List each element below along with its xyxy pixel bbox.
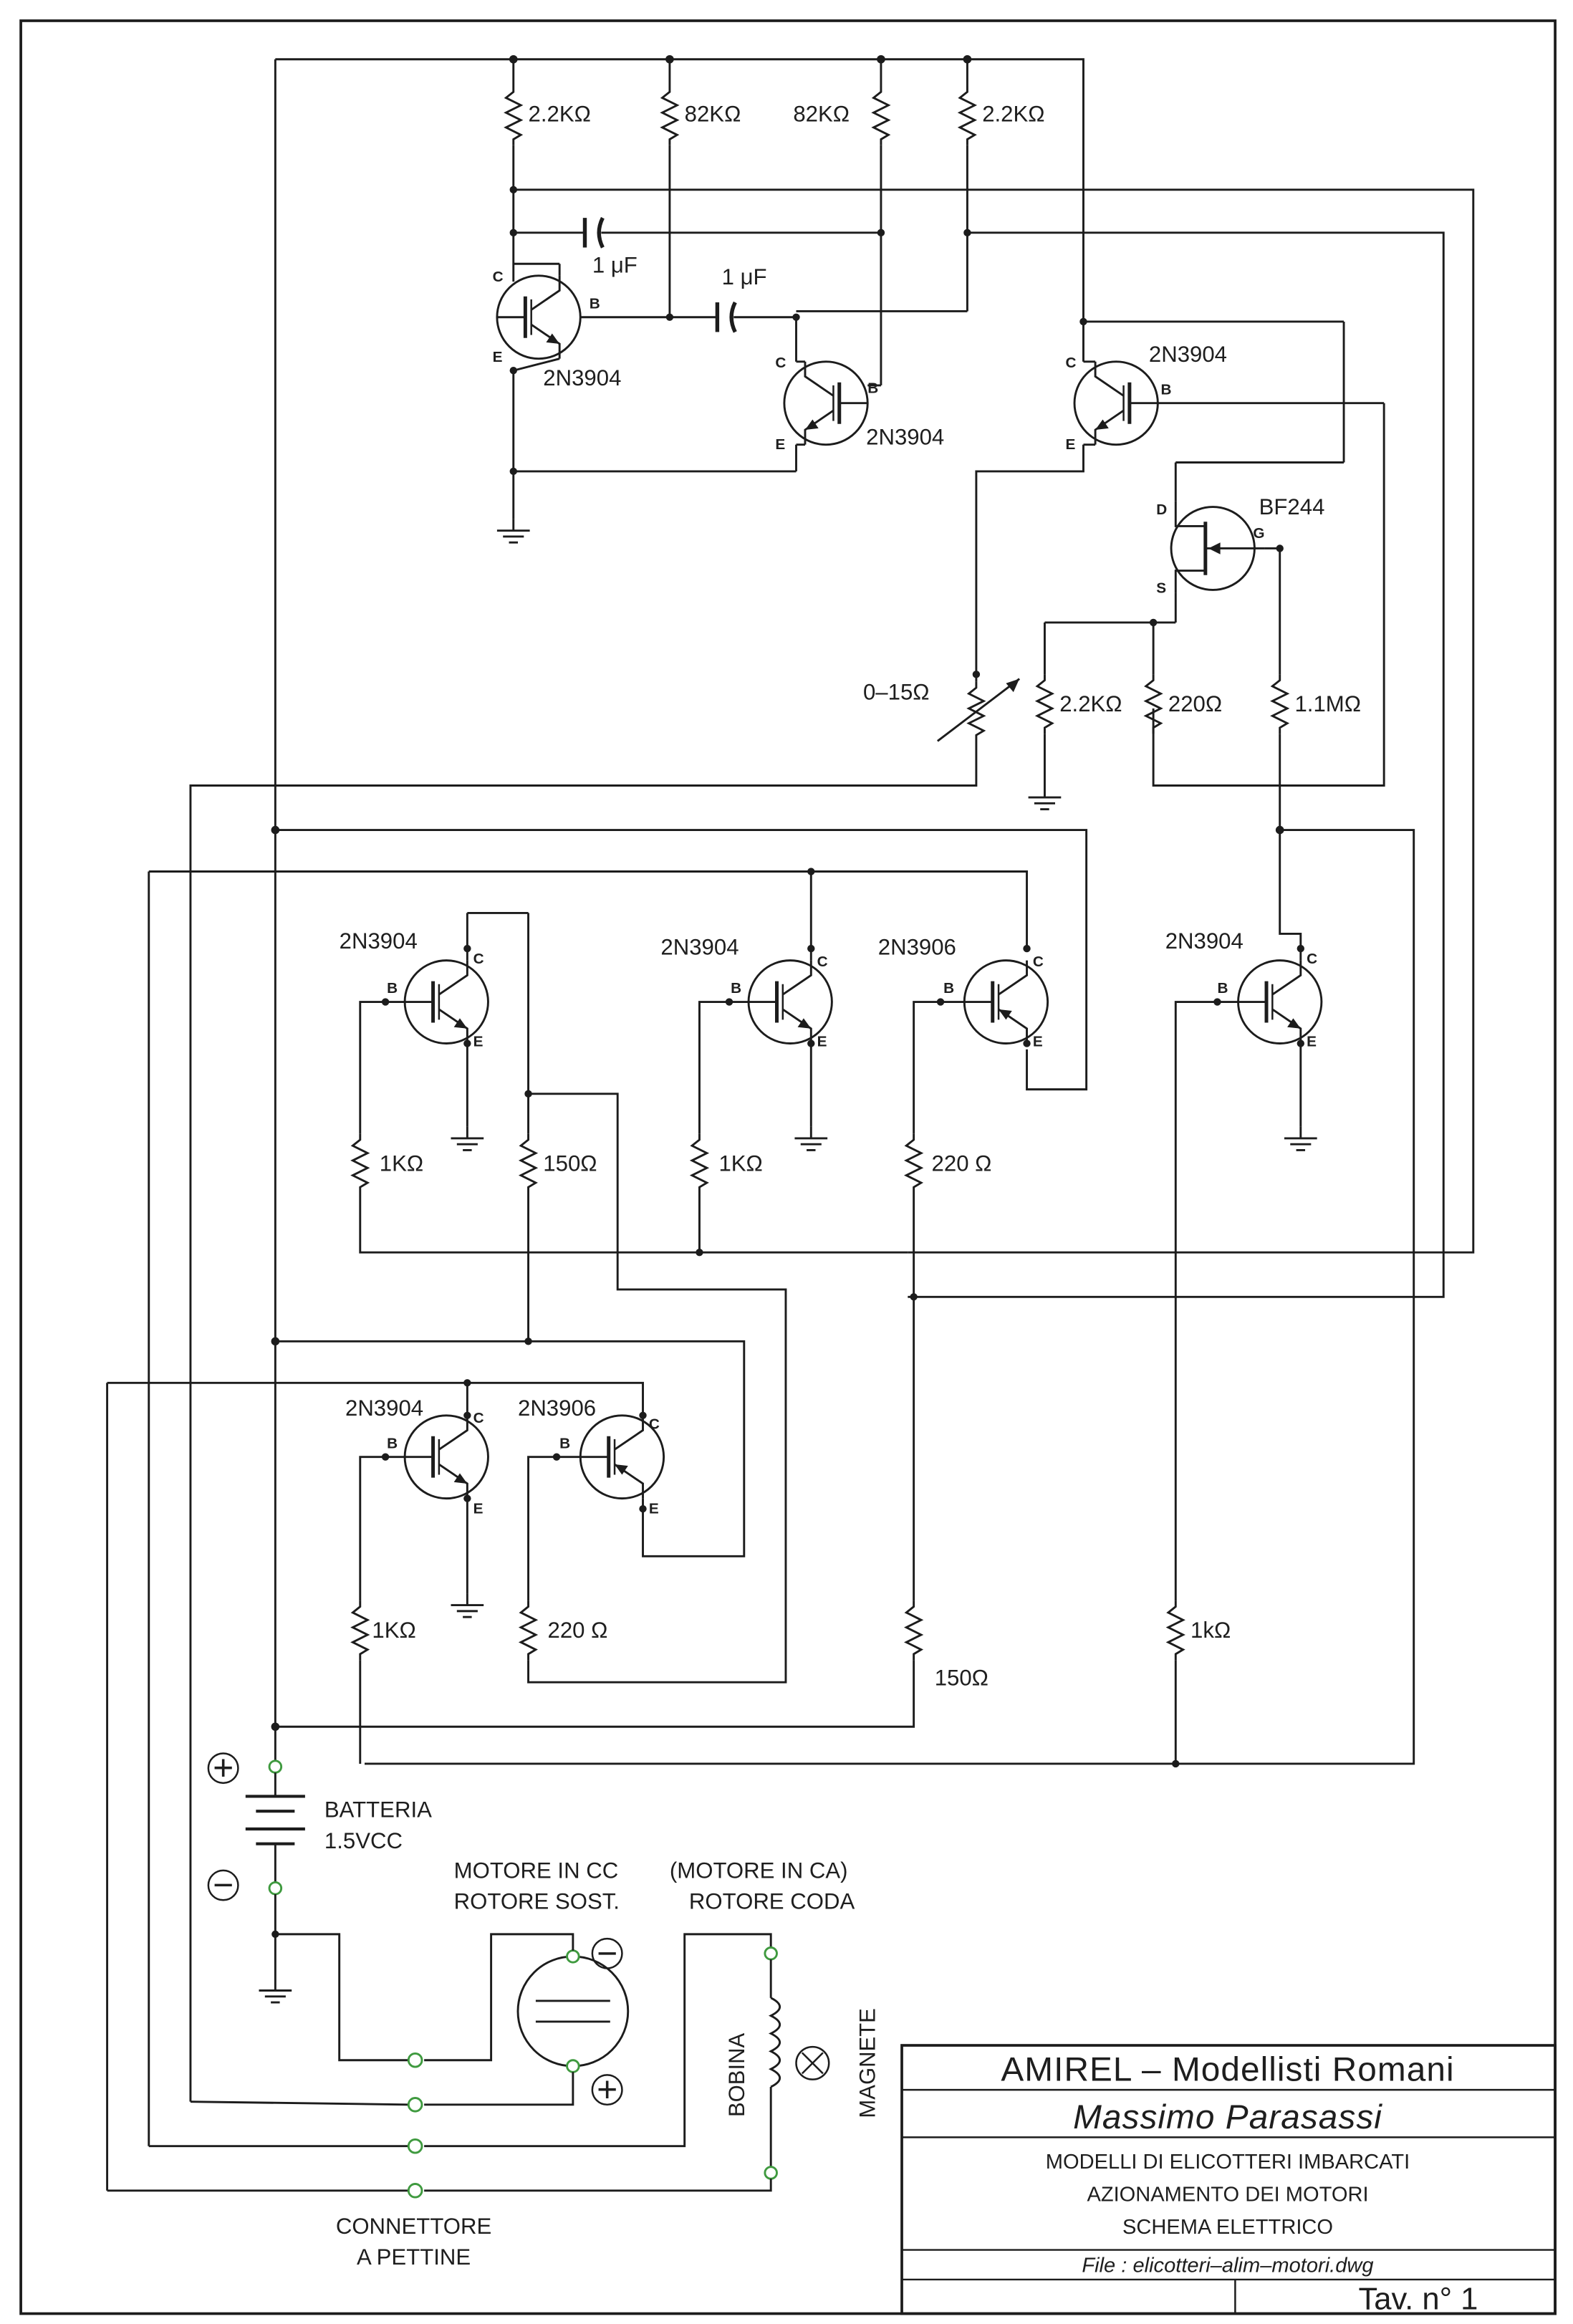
pin-label: E	[493, 349, 503, 365]
connector-pin	[407, 2138, 423, 2154]
pin-label: E	[473, 1500, 484, 1517]
q3-label: 2N3904	[1149, 342, 1227, 367]
coil-symbol	[768, 1997, 781, 2088]
pin-label: C	[649, 1416, 660, 1432]
pin-label: B	[731, 980, 741, 997]
r-top-2-label: 82KΩ	[685, 102, 741, 127]
q9-label: 2N3906	[518, 1396, 596, 1421]
pin-label: C	[473, 1410, 484, 1426]
r-var-label: 0–15Ω	[863, 680, 930, 705]
r-fet-3-label: 1.1MΩ	[1294, 691, 1361, 716]
r-mid-1-label: 1KΩ	[380, 1151, 423, 1176]
q6-label: 2N3906	[878, 934, 956, 959]
r-mid-2-label: 150Ω	[543, 1151, 597, 1176]
dc-motor-sub: ROTORE SOST.	[454, 1889, 620, 1914]
connector-pin	[407, 2183, 423, 2199]
ac-motor-label: (MOTORE IN CA)	[670, 1858, 848, 1883]
oscillator-section: 2.2KΩ 82KΩ 82KΩ 2.2KΩ 1 μF 1 μF 2N3904 2…	[274, 54, 1475, 1727]
r-low-4-label: 1kΩ	[1190, 1618, 1231, 1643]
pin-label: E	[1033, 1034, 1043, 1050]
battery-negative-terminal	[268, 1881, 283, 1896]
ac-motor-sub: ROTORE CODA	[689, 1889, 855, 1914]
pin-label: D	[1156, 501, 1167, 518]
r-fet-2-label: 220Ω	[1168, 691, 1222, 716]
pin-label: G	[1253, 525, 1264, 542]
pin-label: E	[817, 1034, 827, 1050]
fet-label: BF244	[1259, 494, 1325, 519]
c1-label: 1 μF	[592, 253, 638, 278]
pin-label: B	[1161, 381, 1172, 398]
pin-label: B	[387, 980, 398, 997]
q1-label: 2N3904	[543, 365, 621, 390]
battery-positive-terminal	[268, 1759, 283, 1774]
pin-label: E	[1307, 1034, 1317, 1050]
battery-voltage: 1.5VCC	[324, 1828, 403, 1853]
power-section: + − BATTERIA 1.5VCC − + MOTORE IN CC ROT…	[107, 1727, 880, 2270]
magnet-label: MAGNETE	[855, 2008, 880, 2118]
battery-minus-sign: −	[213, 1865, 234, 1905]
pin-label: E	[1066, 436, 1076, 453]
pin-label: C	[1066, 355, 1077, 371]
q8-label: 2N3904	[345, 1396, 423, 1421]
r-top-4-label: 2.2KΩ	[982, 102, 1044, 127]
dc-motor-label: MOTORE IN CC	[454, 1858, 619, 1883]
coil-label: BOBINA	[724, 2033, 749, 2117]
pin-label: C	[1307, 951, 1317, 967]
author-name: Massimo Parasassi	[1073, 2098, 1382, 2136]
pin-label: C	[493, 269, 504, 285]
battery-plus-sign: +	[213, 1748, 234, 1788]
pin-label: B	[387, 1435, 398, 1451]
r-top-1-label: 2.2KΩ	[529, 102, 591, 127]
org-name: AMIREL – Modellisti Romani	[1001, 2051, 1454, 2089]
pin-label: B	[1217, 980, 1228, 997]
q2-label: 2N3904	[866, 425, 944, 450]
r-mid-3-label: 1KΩ	[718, 1151, 762, 1176]
pin-label: E	[775, 436, 785, 453]
motor-plus-sign: +	[597, 2070, 617, 2110]
pin-label: C	[473, 951, 484, 967]
pin-label: S	[1156, 580, 1166, 597]
sheet-border	[19, 19, 1557, 2315]
c2-label: 1 μF	[722, 264, 767, 289]
title-block: AMIREL – Modellisti Romani Massimo Paras…	[900, 2044, 1557, 2316]
r-low-3-label: 150Ω	[935, 1665, 988, 1690]
connector-sub: A PETTINE	[357, 2244, 471, 2270]
connector-label: CONNETTORE	[336, 2214, 491, 2239]
r-top-3-label: 82KΩ	[793, 102, 850, 127]
file-name: File : elicotteri–alim–motori.dwg	[1082, 2255, 1373, 2277]
pin-label: C	[1033, 954, 1044, 970]
pin-label: B	[590, 295, 600, 312]
description-line-2: AZIONAMENTO DEI MOTORI	[1087, 2183, 1368, 2206]
output-section: 2N3904 2N3906 C B E C B E 1KΩ 220 Ω 150Ω…	[106, 1337, 1231, 2191]
pin-label: B	[943, 980, 954, 997]
r-mid-4-label: 220 Ω	[932, 1151, 992, 1176]
fet-section: BF244 D G S 0–15Ω 2.2KΩ 220Ω 1.1MΩ	[189, 462, 1361, 2102]
q7-label: 2N3904	[1165, 928, 1244, 954]
battery-label: BATTERIA	[324, 1797, 432, 1823]
description-line-3: SCHEMA ELETTRICO	[1122, 2216, 1333, 2239]
pin-label: C	[775, 355, 786, 371]
r-low-2-label: 220 Ω	[548, 1618, 608, 1643]
connector-pin	[407, 2052, 423, 2068]
sheet-number: Tav. n° 1	[1358, 2282, 1478, 2316]
pin-label: B	[559, 1435, 570, 1451]
pin-label: C	[817, 954, 828, 970]
q4-label: 2N3904	[340, 928, 418, 954]
r-low-1-label: 1KΩ	[372, 1618, 415, 1643]
q5-label: 2N3904	[660, 934, 739, 959]
pin-label: E	[473, 1034, 484, 1050]
pin-label: E	[649, 1500, 659, 1517]
magnet-symbol	[795, 2045, 830, 2080]
driver-section: 2N3904 2N3904 2N3906 2N3904 C B E C B E …	[148, 825, 1415, 2146]
motor-minus-sign: −	[597, 1933, 617, 1973]
r-fet-1-label: 2.2KΩ	[1059, 691, 1122, 716]
pin-label: B	[867, 380, 878, 396]
connector-pin	[407, 2097, 423, 2113]
description-line-1: MODELLI DI ELICOTTERI IMBARCATI	[1046, 2151, 1410, 2174]
